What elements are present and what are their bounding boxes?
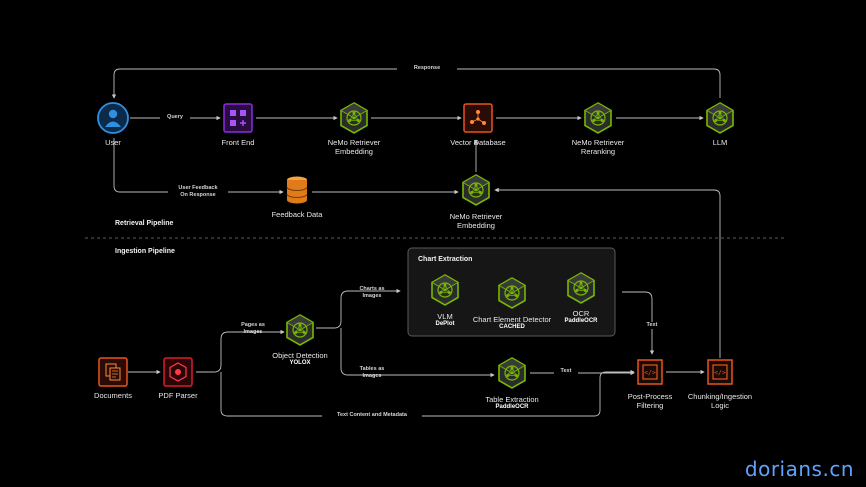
nim-cube-icon [498,357,526,389]
object-detection-name: Object Detection [272,351,328,360]
table-extraction-sub: PaddleOCR [495,404,529,411]
edge-label-user-feedback: User Feedback On Response [168,185,228,199]
edge-user-feedback [113,138,284,195]
reranking-label: NeMo Retriever Reranking [571,138,625,157]
ocr-name: OCR [572,309,590,318]
edge-label-pages-as-images: Pages as Images [241,322,265,335]
edge-detection-split [316,288,401,329]
code-icon [637,359,663,385]
llm-label: LLM [712,138,728,147]
nim-cube-icon [584,102,612,134]
vlm-name: VLM [437,312,453,321]
object-detection-sub: YOLOX [289,360,311,367]
table-extraction-label: Table Extraction PaddleOCR [467,395,557,412]
edge-label-charts-as-images: Charts as Images [359,286,385,299]
nim-cube-icon [498,277,526,309]
nim-cube-icon [706,102,734,134]
vector-db-label: Vector Database [450,138,506,147]
edge-chunking-embedding [494,187,721,358]
chart-element-sub: CACHED [499,324,525,331]
object-detection-label: Object Detection YOLOX [255,351,345,368]
chart-element-name: Chart Element Detector [472,315,552,324]
code-icon [707,359,733,385]
vector-db-icon [463,103,493,133]
chart-extraction-title: Chart Extraction [418,256,473,263]
ocr-sub: PaddleOCR [564,318,598,325]
ingestion-pipeline-label: Ingestion Pipeline [115,248,175,255]
edge-label-tables-as-images: Tables as Images [359,366,385,379]
edge-detection-tables [340,328,495,378]
nim-cube-icon [286,314,314,346]
app-grid-icon [223,103,253,133]
vlm-label: VLM DePlot [415,312,475,329]
edge-label-response: Response [397,65,457,72]
edge-label-query: Query [160,114,190,121]
embedding-top-label: NeMo Retriever Embedding [327,138,381,157]
post-process-label: Post-Process Filtering [627,392,673,411]
nim-cube-icon [462,174,490,206]
vlm-sub: DePlot [435,321,455,328]
edge-chart-postprocess [622,291,655,355]
nim-cube-icon [567,272,595,304]
front-end-label: Front End [221,138,255,147]
table-extraction-name: Table Extraction [485,395,539,404]
database-icon [286,176,308,204]
nim-cube-icon [340,102,368,134]
edge-label-text-chart: Text [640,322,664,329]
documents-icon [98,357,128,387]
edge-response [111,68,721,99]
pdf-parser-label: PDF Parser [158,391,198,400]
user-label: User [105,138,121,147]
chart-element-label: Chart Element Detector CACHED [462,315,562,332]
documents-label: Documents [94,391,132,400]
edge-parser-split [196,329,285,373]
edge-label-text-table: Text [554,368,578,375]
user-icon [97,102,129,134]
ocr-label: OCR PaddleOCR [551,309,611,326]
parser-icon [163,357,193,387]
embedding-mid-label: NeMo Retriever Embedding [449,212,503,231]
nim-cube-icon [431,274,459,306]
edge-label-text-content: Text Content and Metadata [322,412,422,419]
feedback-data-label: Feedback Data [271,210,323,219]
edge-parser-text [220,369,635,417]
chunking-label: Chunking/Ingestion Logic [687,392,753,411]
watermark: dorians.cn [744,457,854,481]
retrieval-pipeline-label: Retrieval Pipeline [115,220,174,227]
